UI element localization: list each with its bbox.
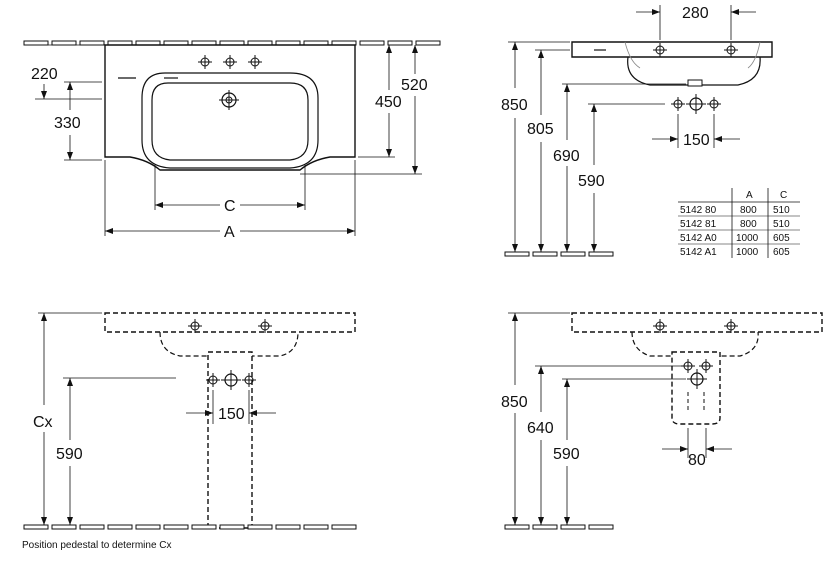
table-cell: 605 [773,247,790,258]
dim-280: 280 [636,5,756,40]
table-cell: 5142 80 [680,205,717,216]
dim-590-ped: 590 [553,378,686,525]
side-slab [571,41,773,58]
table-cell: 510 [773,205,790,216]
dim-590-side-label: 590 [578,173,605,190]
dim-330-label: 330 [54,115,81,132]
table-cell: 1000 [736,247,759,258]
dim-220-label: 220 [31,66,58,83]
dim-150-side-label: 150 [683,132,710,149]
dim-805-label: 805 [527,121,554,138]
dim-590-side: 590 [578,103,665,252]
table-cell: 5142 81 [680,219,717,230]
dim-150-front-label: 150 [218,406,245,423]
basin-plan-view: 220 330 450 520 C [23,40,441,241]
table-cell: 800 [740,219,757,230]
dim-640: 640 [527,365,682,525]
dim-450: 450 [358,45,402,158]
basin-side-view: 280 850 805 690 [501,5,800,258]
dim-850-ped-label: 850 [501,394,528,411]
dim-640-label: 640 [527,420,554,437]
dim-805: 805 [527,49,570,252]
dim-520: 520 [300,45,428,175]
dim-690-label: 690 [553,148,580,165]
dim-280-label: 280 [682,5,709,22]
dim-520-label: 520 [401,77,428,94]
size-table: A C 5142 80 800 510 5142 81 800 510 5142… [678,188,800,258]
table-cell: 1000 [736,233,759,244]
dim-c-label: C [224,198,236,215]
table-cell: 800 [740,205,757,216]
table-cell: 510 [773,219,790,230]
dim-690: 690 [553,83,686,252]
floor-strip-right [504,251,614,257]
table-header-a: A [746,190,753,201]
dim-150-side: 150 [652,94,740,149]
table-cell: 5142 A0 [680,233,717,244]
drain-icon [219,90,239,110]
dim-80-label: 80 [688,452,706,469]
dim-850-side: 850 [501,41,570,252]
dim-cx: Cx [33,312,102,525]
caption: Position pedestal to determine Cx [22,540,172,551]
table-header-c: C [780,190,787,201]
waste-pipe-icon [686,94,706,114]
dim-590-front-label: 590 [56,446,83,463]
table-cell: 605 [773,233,790,244]
dim-220: 220 [31,44,102,100]
dim-150-front: 150 [186,390,276,424]
dim-80: 80 [662,428,732,469]
dim-330: 330 [54,81,102,161]
bowl-inner [151,82,309,161]
dim-a-label: A [224,224,235,241]
pedestal-side [671,351,721,425]
dim-a: A [104,160,356,241]
dim-850-ped: 850 [501,312,570,525]
dim-cx-label: Cx [33,414,53,431]
basin-dashed-side [571,312,823,333]
dim-590-front: 590 [56,377,176,525]
pedestal-front-view: Cx 590 150 Position pedestal to determin… [22,312,357,551]
floor-strip-right-bottom [504,524,614,530]
bowl-outer [141,72,319,169]
dim-590-ped-label: 590 [553,446,580,463]
dim-450-label: 450 [375,94,402,111]
dim-c: C [154,165,306,215]
table-cell: 5142 A1 [680,247,717,258]
basin-dashed-front [104,312,356,333]
waste-pipe-icon [221,370,241,390]
pedestal-side-view: 850 640 590 80 [501,312,823,530]
dim-850-side-label: 850 [501,97,528,114]
floor-strip-left [23,524,357,530]
waste-pipe-icon [687,369,707,389]
